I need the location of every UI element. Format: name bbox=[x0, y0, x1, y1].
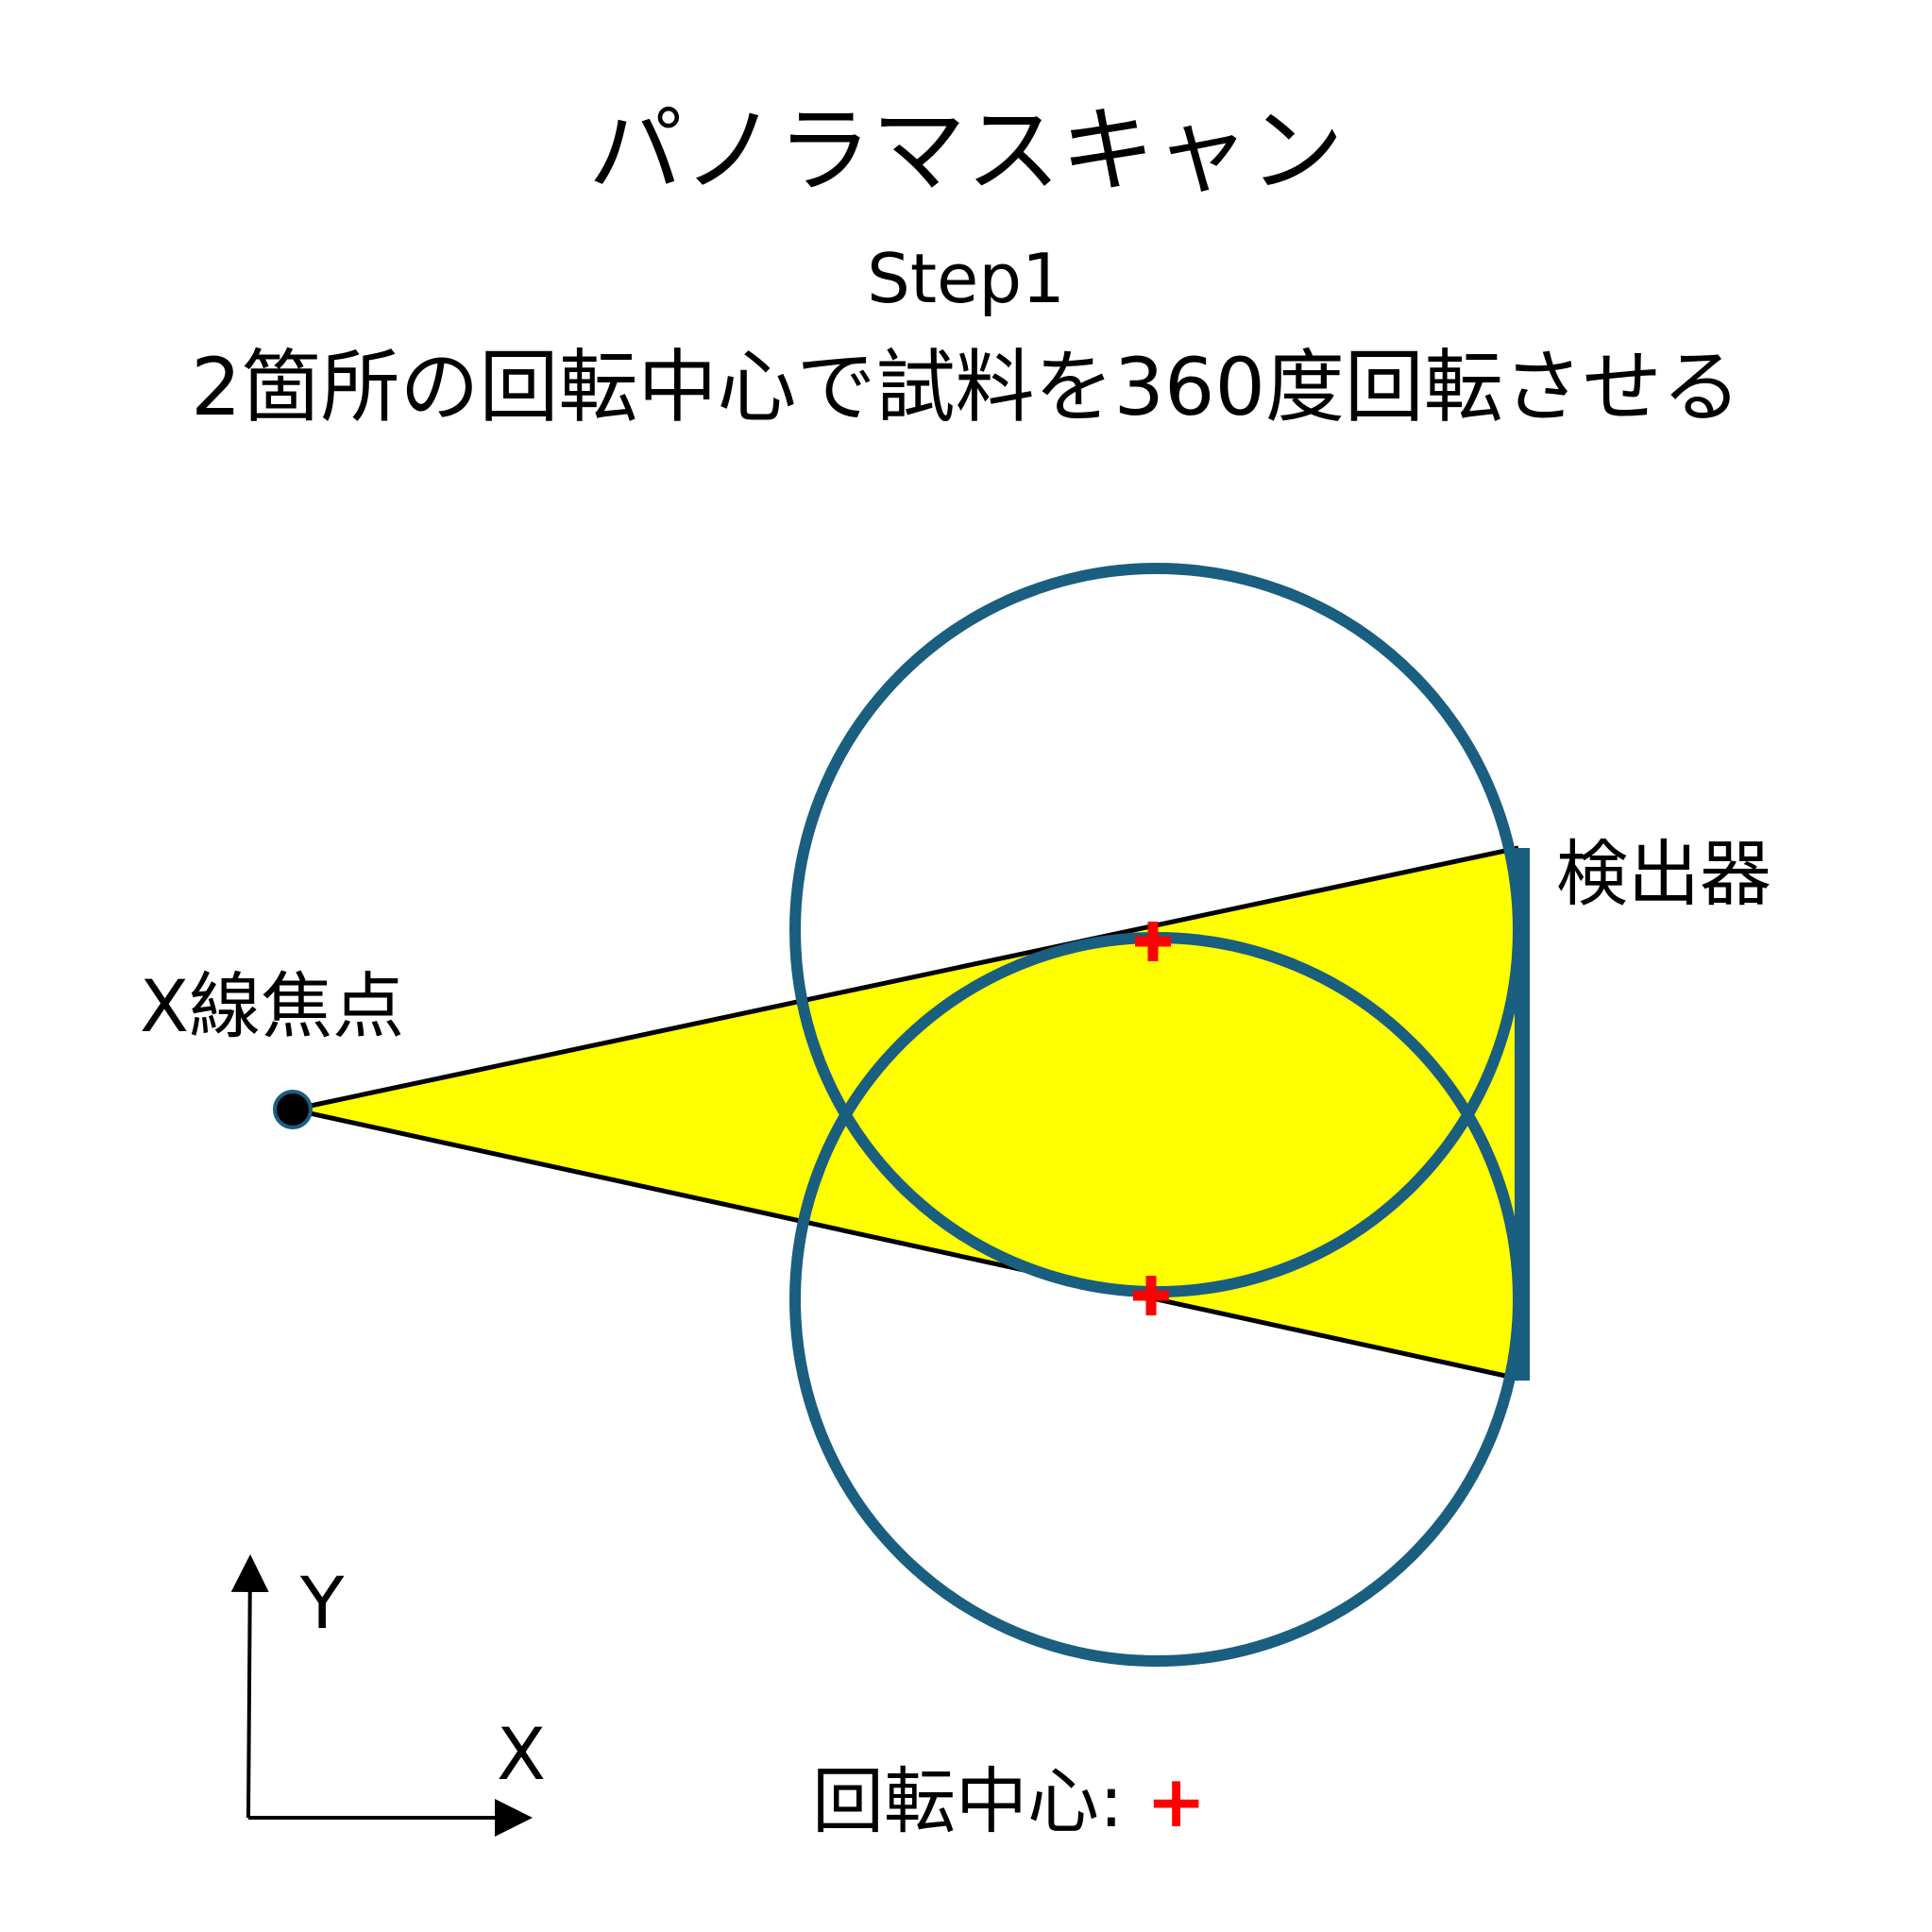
detector-label: 検出器 bbox=[1556, 832, 1771, 916]
focus-label: X線焦点 bbox=[140, 964, 405, 1048]
legend-text: 回転中心: bbox=[812, 1759, 1124, 1843]
legend-marker: + bbox=[1145, 1759, 1207, 1843]
step-label: Step1 bbox=[867, 239, 1065, 318]
xray-beam-fan bbox=[293, 848, 1518, 1379]
beam-edge-bottom bbox=[292, 1107, 1519, 1381]
legend: 回転中心: + bbox=[812, 1766, 1206, 1838]
y-axis-label: Y bbox=[300, 1561, 345, 1645]
rotation-center-marker-upper bbox=[1135, 922, 1171, 961]
y-axis-arrow bbox=[230, 1554, 269, 1819]
xray-focus-point bbox=[273, 1090, 313, 1129]
diagram-title: パノラマスキャン bbox=[588, 95, 1344, 206]
x-axis-label: X bbox=[497, 1712, 547, 1796]
step-description: 2箇所の回転中心で試料を360度回転させる bbox=[191, 341, 1741, 433]
beam-edge-top bbox=[292, 845, 1519, 1112]
rotation-center-marker-lower bbox=[1133, 1276, 1169, 1315]
